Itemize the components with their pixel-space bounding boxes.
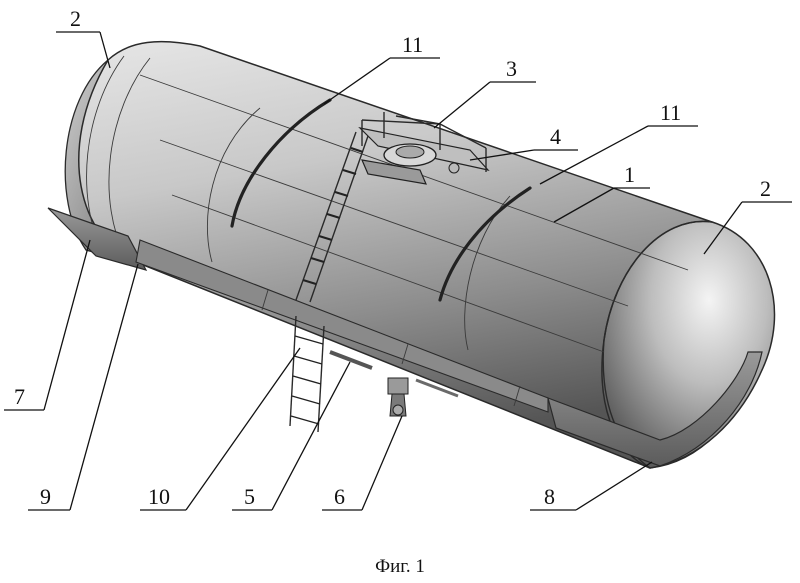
bottom-grate: [415, 378, 459, 398]
top-platform: [358, 112, 490, 185]
label-3: 3: [506, 56, 517, 81]
label-11-top: 11: [402, 32, 423, 57]
figure-caption: Фиг. 1: [375, 556, 425, 577]
label-7: 7: [14, 384, 25, 409]
support-frame: [47, 207, 763, 467]
leader-lines: [4, 31, 792, 511]
label-8: 8: [544, 484, 555, 509]
label-11-right: 11: [660, 100, 681, 125]
label-9: 9: [40, 484, 51, 509]
callout-labels: 2 11 3 4 11 1 2 7 9 10 5 6 8: [14, 6, 771, 509]
label-10: 10: [148, 484, 170, 509]
label-4: 4: [550, 124, 561, 149]
ladder-lower: [289, 315, 325, 433]
label-2-left: 2: [70, 6, 81, 31]
ladder-upper: [295, 131, 369, 303]
label-6: 6: [334, 484, 345, 509]
ring-stiffener-left: [230, 98, 332, 228]
label-2-right: 2: [760, 176, 771, 201]
bottom-device-rail: [329, 350, 373, 370]
label-5: 5: [244, 484, 255, 509]
left-saddle: [47, 207, 148, 271]
bottom-drain: [387, 377, 409, 417]
ring-stiffener-right: [438, 186, 532, 302]
label-1: 1: [624, 162, 635, 187]
side-sill: [135, 239, 549, 413]
right-saddle: [547, 351, 763, 467]
